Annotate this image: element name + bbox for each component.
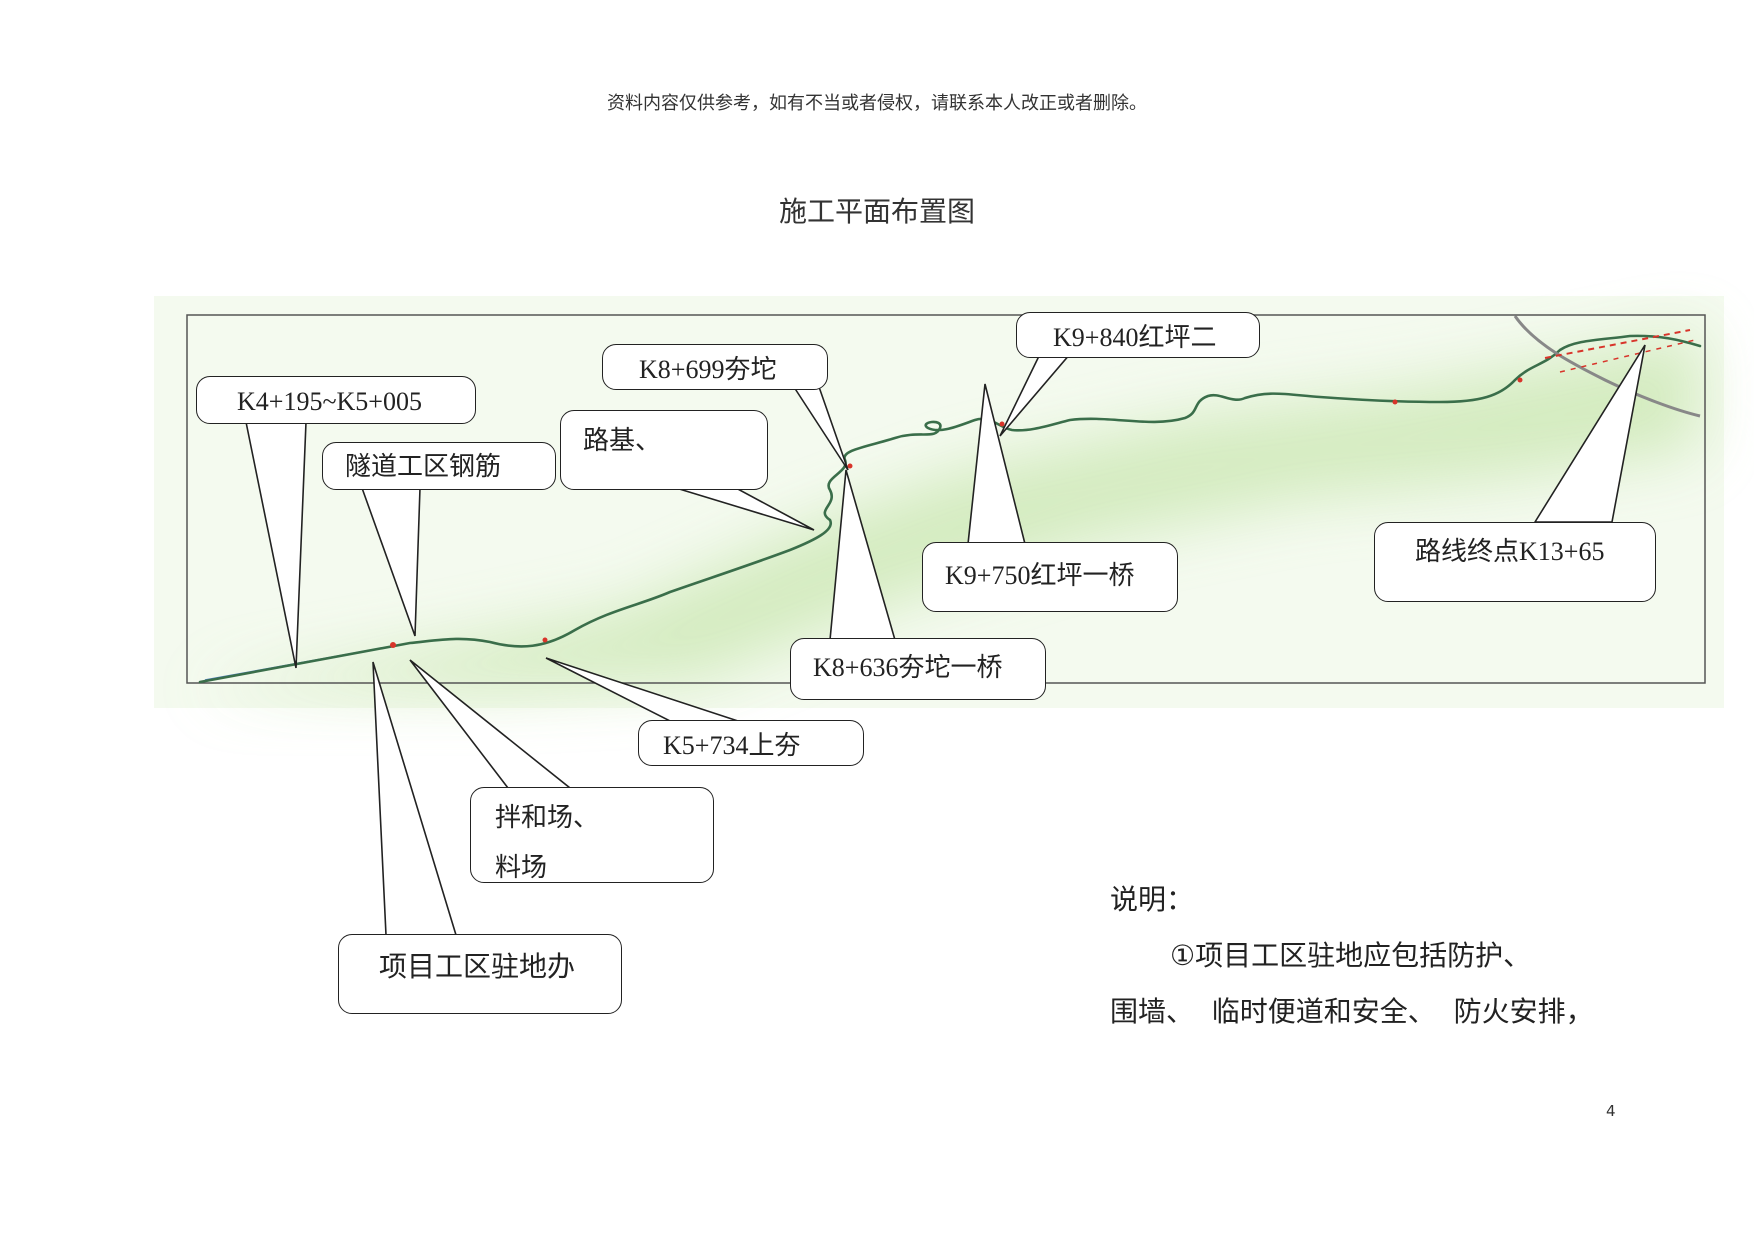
disclaimer-header: 资料内容仅供参考，如有不当或者侵权，请联系本人改正或者删除。	[607, 93, 1147, 114]
page-number: 4	[1606, 1102, 1616, 1120]
callout-route-end: 路线终点K13+65	[1374, 522, 1656, 602]
callout-k8-699: K8+699夯坨	[602, 344, 828, 390]
site-markers	[390, 329, 1696, 648]
approach-road	[1513, 315, 1701, 418]
road-route	[198, 334, 1702, 684]
page-title: 施工平面布置图	[778, 195, 975, 228]
callout-pointers	[245, 344, 1646, 936]
callout-k4-k5-tunnel: K4+195~K5+005	[196, 376, 476, 424]
notes-heading: 说明：	[1110, 883, 1195, 916]
terrain-band	[190, 330, 1700, 690]
notes-line-1: ①项目工区驻地应包括防护、	[1170, 939, 1532, 972]
callout-k5-734: K5+734上夯	[638, 720, 864, 766]
callout-tunnel-rebar: 隧道工区钢筋	[322, 442, 556, 490]
callout-k9-750: K9+750红坪一桥	[922, 542, 1178, 612]
callout-subgrade: 路基、	[560, 410, 768, 490]
callout-k8-636: K8+636夯坨一桥	[790, 638, 1046, 700]
callout-project-office: 项目工区驻地办	[338, 934, 622, 1014]
callout-k9-840: K9+840红坪二	[1016, 312, 1260, 358]
callout-mixing-plant: 拌和场、 料场	[470, 787, 714, 883]
notes-line-2: 围墙、 临时便道和安全、 防火安排，	[1110, 995, 1594, 1028]
